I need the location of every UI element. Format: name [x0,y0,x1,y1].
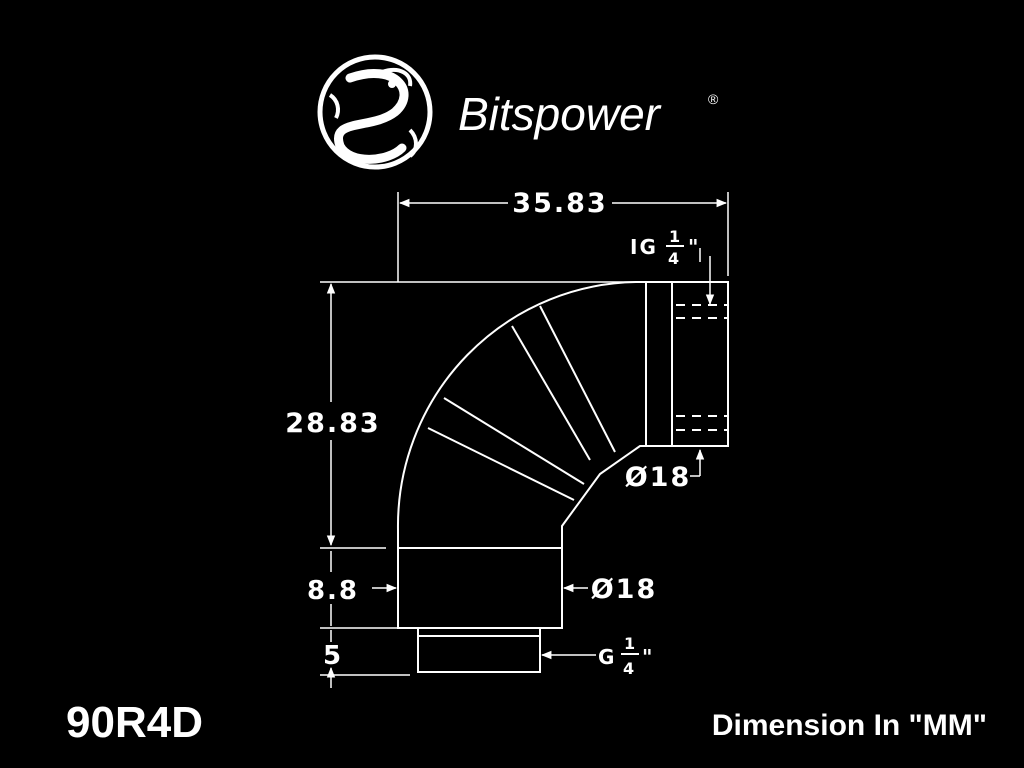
overall-width-label: 35.83 [512,188,607,219]
side-thread-callout: IG 1 4 " [630,227,700,268]
bottom-diameter-label: Ø18 [591,574,658,605]
bottom-thread-suffix: " [642,645,654,669]
brand-logo: Bitspower ® [317,54,719,170]
dimension-lines [320,192,729,688]
bottom-thread-prefix: G [598,645,616,669]
overall-height-label: 28.83 [285,408,380,439]
thread-length-label: 5 [323,641,343,671]
side-port-threads [676,304,728,431]
bottom-thread-denominator: 4 [623,659,636,678]
bottom-thread-numerator: 1 [624,634,637,653]
bottom-thread-callout: G 1 4 " [598,634,654,678]
units-note: Dimension In "MM" [712,709,987,742]
side-thread-suffix: " [688,235,700,259]
brand-name: Bitspower [458,88,662,140]
side-thread-numerator: 1 [669,227,682,246]
side-thread-prefix: IG [630,235,658,259]
side-thread-denominator: 4 [668,249,681,268]
model-number: 90R4D [66,698,203,747]
registered-mark: ® [708,91,719,107]
dragon-emblem-icon [317,54,433,170]
side-port-diameter-label: Ø18 [625,462,692,493]
collar-height-label: 8.8 [307,576,359,606]
